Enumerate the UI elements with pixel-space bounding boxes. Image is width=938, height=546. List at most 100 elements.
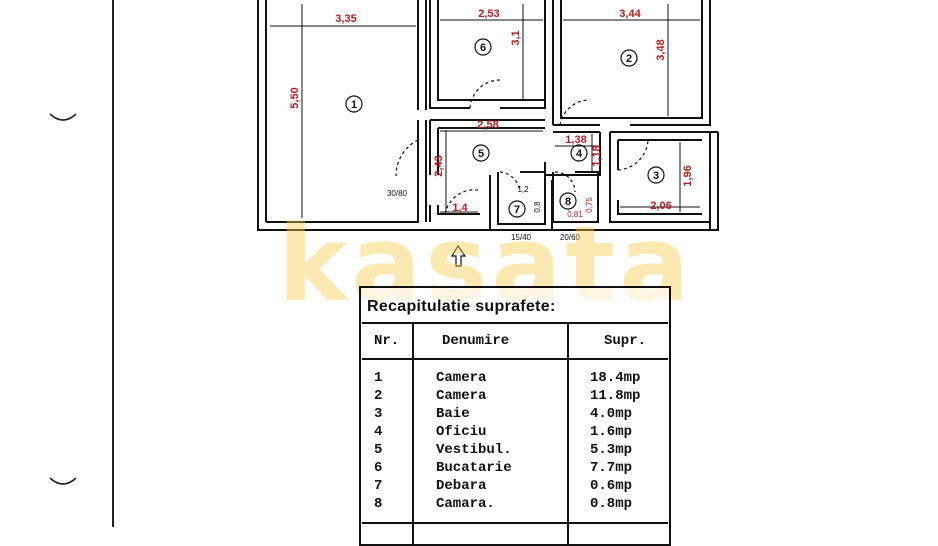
wall-room3-b xyxy=(617,139,702,215)
cell-name: Camara. xyxy=(436,496,495,512)
floor-plan: 1 2 3 4 5 6 7 8 3,35 5,50 2,53 3,1 3,44 … xyxy=(257,0,719,267)
table-row: 3 Baie 4.0mp xyxy=(362,406,668,424)
table-row: 4 Oficiu 1.6mp xyxy=(362,424,668,442)
cell-area: 11.8mp xyxy=(590,388,641,404)
room-number-5: 5 xyxy=(478,148,484,160)
cell-area: 1.6mp xyxy=(590,424,633,440)
opening-room1-door: 30/80 xyxy=(387,189,408,198)
room-number-4: 4 xyxy=(576,148,583,160)
wall-room2 xyxy=(553,0,711,126)
dim-room4-height: 1,18 xyxy=(591,145,603,166)
dim-room6-width: 2,53 xyxy=(478,8,499,20)
cell-area: 7.7mp xyxy=(590,460,633,476)
cell-name: Bucatarie xyxy=(436,460,512,476)
room-marker-7 xyxy=(508,200,526,218)
header-nr: Nr. xyxy=(374,333,400,349)
dim-room5-door: 1,4 xyxy=(452,202,468,214)
cell-nr: 5 xyxy=(374,442,383,458)
door-swing-room1 xyxy=(395,139,419,177)
wall-vestibul-b xyxy=(437,127,545,215)
door-swing-room2 xyxy=(559,99,591,126)
table-row: 1 Camera 18.4mp xyxy=(362,370,668,388)
wall-closets-b xyxy=(489,175,553,230)
table-row: 7 Debara 0.6mp xyxy=(362,478,668,496)
dim-room4-width: 1,38 xyxy=(565,134,586,146)
dim-room3-width: 2,06 xyxy=(650,200,671,212)
cell-name: Vestibul. xyxy=(436,442,512,458)
door-swing-room6 xyxy=(469,79,501,109)
cell-area: 0.8mp xyxy=(590,496,633,512)
room-marker-4 xyxy=(570,144,588,162)
header-divider xyxy=(362,358,668,360)
wall-vestibul xyxy=(429,119,545,222)
summary-title: Recapitulatie suprafete: xyxy=(367,298,556,315)
cell-name: Debara xyxy=(436,478,487,494)
room-number-7: 7 xyxy=(514,204,520,216)
wall-room7 xyxy=(497,171,546,225)
dim-room7-width: 1,2 xyxy=(517,185,529,194)
wall-room3 xyxy=(609,131,710,223)
room-number-3: 3 xyxy=(653,170,659,182)
cell-area: 4.0mp xyxy=(590,406,633,422)
cell-area: 0.6mp xyxy=(590,478,633,494)
room-marker-3 xyxy=(647,166,665,184)
cell-nr: 2 xyxy=(374,388,383,404)
outer-wall xyxy=(257,0,719,231)
dim-room3-height: 1,96 xyxy=(682,165,694,186)
punch-hole-mark-top xyxy=(49,113,77,121)
dim-room8-height: 0,75 xyxy=(585,197,594,213)
cell-nr: 4 xyxy=(374,424,383,440)
room-marker-2 xyxy=(620,49,638,67)
room-marker-6 xyxy=(474,38,492,56)
opening-room8-door: 20/60 xyxy=(560,233,581,242)
cell-nr: 6 xyxy=(374,460,383,476)
wall-room6 xyxy=(429,0,546,109)
cell-nr: 1 xyxy=(374,370,383,386)
cell-name: Camera xyxy=(436,370,487,386)
cell-name: Baie xyxy=(436,406,470,422)
dim-room1-width: 3,35 xyxy=(335,13,356,25)
dim-room7-height: 0,8 xyxy=(533,201,542,213)
column-divider xyxy=(567,324,569,544)
punch-hole-mark-bottom xyxy=(49,477,77,485)
column-divider xyxy=(412,324,414,544)
door-swing-room3 xyxy=(617,139,649,171)
dim-room5-width: 2,58 xyxy=(477,119,498,131)
dim-room1-height: 5,50 xyxy=(289,87,301,108)
table-row: 5 Vestibul. 5.3mp xyxy=(362,442,668,460)
table-bottom-divider xyxy=(362,522,668,524)
dim-room5-height: 2,43 xyxy=(433,155,445,176)
dim-room8-width: 0,81 xyxy=(567,210,583,219)
cell-name: Oficiu xyxy=(436,424,487,440)
dim-room2-height: 3,48 xyxy=(655,39,667,60)
room-marker-1 xyxy=(345,95,363,113)
table-row: 2 Camera 11.8mp xyxy=(362,388,668,406)
cell-area: 5.3mp xyxy=(590,442,633,458)
wall-room1-inner xyxy=(266,0,419,223)
room-number-6: 6 xyxy=(480,42,486,54)
room-marker-8 xyxy=(559,192,577,210)
area-summary-table: Recapitulatie suprafete: Nr. Denumire Su… xyxy=(359,286,671,546)
door-swing-room7 xyxy=(499,171,521,193)
cell-name: Camera xyxy=(436,388,487,404)
entrance-arrow-icon xyxy=(450,244,467,267)
cell-nr: 7 xyxy=(374,478,383,494)
room-number-2: 2 xyxy=(626,53,632,65)
wall-room4 xyxy=(544,131,601,176)
cell-area: 18.4mp xyxy=(590,370,641,386)
wall-room6-b xyxy=(437,0,554,125)
room-number-8: 8 xyxy=(565,196,571,208)
dim-room6-height: 3,1 xyxy=(510,30,522,45)
header-denumire: Denumire xyxy=(442,333,510,349)
table-row: 6 Bucatarie 7.7mp xyxy=(362,460,668,478)
cell-nr: 3 xyxy=(374,406,383,422)
room-number-1: 1 xyxy=(351,99,357,111)
dim-room2-width: 3,44 xyxy=(619,8,641,20)
outer-wall-right xyxy=(709,131,718,230)
header-suprafata: Supr. xyxy=(604,333,647,349)
binder-margin-line xyxy=(112,0,114,527)
room-marker-5 xyxy=(472,144,490,162)
opening-room7-door: 15/40 xyxy=(511,233,532,242)
